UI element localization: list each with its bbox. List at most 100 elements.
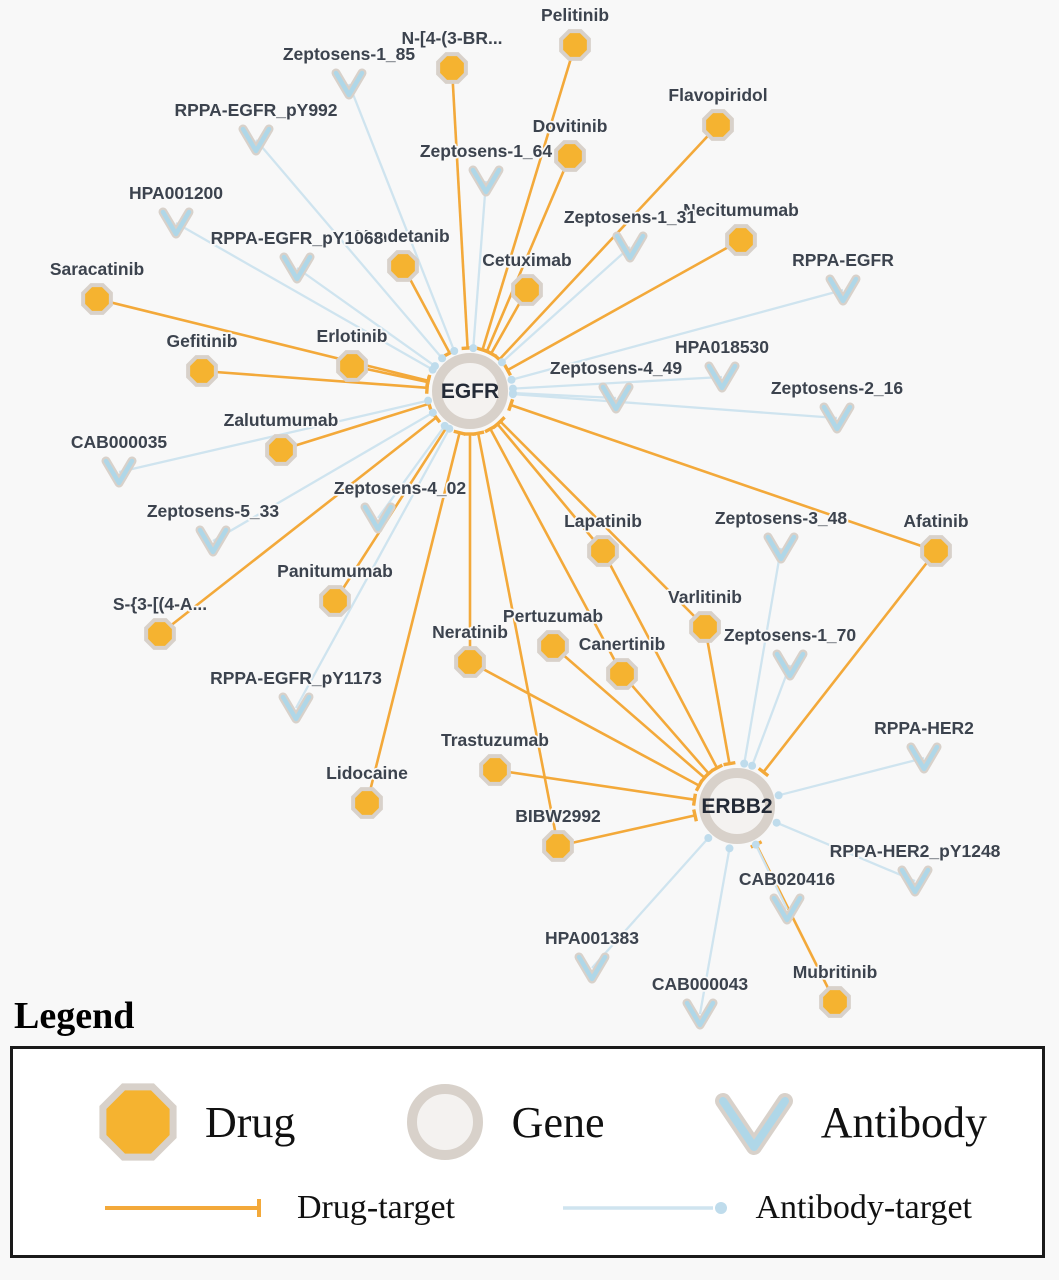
antibody-target-dot-cap [430, 362, 439, 371]
node-label-rppa_egfr_py1068: RPPA-EGFR_pY1068 [211, 228, 384, 248]
antibody-target-dot-cap [428, 408, 437, 417]
antibody-node-hpa001200 [158, 207, 194, 239]
drug-node-flavopiridol [702, 109, 734, 141]
drug-target-tee-cap [453, 429, 466, 436]
drug-node-zalutumumab [265, 434, 297, 466]
drug-target-edge-gefitinib [201, 369, 428, 390]
node-label-hpa001200: HPA001200 [129, 183, 223, 203]
drug-target-tee-cap [691, 793, 698, 806]
legend-label-antibody: Antibody [820, 1097, 987, 1147]
drug-octagon [606, 658, 638, 690]
node-label-zeptosens_1_64: Zeptosens-1_64 [420, 141, 553, 161]
antibody-chevron-inner [280, 694, 312, 722]
antibody-node-zeptosens_1_70 [772, 649, 808, 681]
antibody-node-zeptosens_1_85 [331, 68, 367, 100]
node-label-zeptosens_3_48: Zeptosens-3_48 [715, 508, 848, 528]
drug-node-bibw2992 [542, 830, 574, 862]
legend-item-antibody: Antibody [709, 1077, 987, 1167]
node-label-panitumumab: Panitumumab [277, 561, 393, 581]
antibody-target-dot-cap [424, 396, 433, 405]
drug-target-edge-lapatinib [601, 550, 719, 769]
drug-octagon [265, 434, 297, 466]
drug-node-varlitinib [689, 611, 721, 643]
drug-target-line-icon [105, 1199, 261, 1217]
drug-target-edge-trastuzumab [494, 768, 695, 801]
drug-octagon [819, 986, 851, 1018]
drug-target-edge-pelitinib [481, 44, 577, 351]
drug-node-erlotinib [336, 350, 368, 382]
antibody-node-rppa_egfr [825, 274, 861, 306]
drug-target-edge-lidocaine [365, 432, 461, 804]
antibody-target-edge-zeptosens_4_49 [512, 391, 617, 400]
node-label-s_3_4a: S-{3-[(4-A... [113, 594, 207, 614]
drug-target-edge-varlitinib [703, 626, 731, 764]
drug-target-tee-cap [471, 430, 485, 437]
node-label-afatinib: Afatinib [903, 511, 968, 531]
drug-target-edge-flavopiridol [498, 124, 719, 361]
node-label-rppa_egfr: RPPA-EGFR [792, 250, 894, 270]
drug-node-n4_3br [436, 52, 468, 84]
antibody-node-cab020416 [769, 893, 805, 925]
drug-target-edge-s_3_4a [159, 416, 437, 636]
antibody-chevron-inner [774, 651, 806, 679]
drug-target-edge-necitumumab [506, 238, 742, 372]
node-label-flavopiridol: Flavopiridol [668, 85, 767, 105]
edge-cap-layer [424, 344, 783, 853]
node-label-pelitinib: Pelitinib [541, 5, 609, 25]
node-label-bibw2992: BIBW2992 [515, 806, 601, 826]
drug-target-edge-bibw2992 [557, 814, 696, 848]
legend-item-drug-target: Drug-target [103, 1189, 455, 1227]
drug-target-edge-dovitinib [485, 155, 572, 352]
antibody-chevron-inner [240, 126, 272, 154]
antibody-chevron-inner [470, 167, 502, 195]
antibody-node-cab000035 [101, 456, 137, 488]
antibody-target-edge-cab020416 [754, 844, 789, 910]
drug-node-pelitinib [559, 29, 591, 61]
node-label-zeptosens_4_49: Zeptosens-4_49 [550, 358, 683, 378]
drug-node-afatinib [920, 535, 952, 567]
antibody-node-rppa_her2_py1248 [897, 865, 933, 897]
antibody-node-hpa001383 [574, 952, 610, 984]
antibody-target-edge-zeptosens_1_64 [472, 180, 488, 349]
drug-target-tee-cap [507, 398, 515, 412]
node-label-saracatinib: Saracatinib [50, 259, 144, 279]
node-label-n4_3br: N-[4-(3-BR... [401, 28, 502, 48]
gene-icon [406, 1084, 483, 1160]
drug-node-necitumumab [725, 224, 757, 256]
antibody-chevron-inner [600, 384, 632, 412]
drug-node-lidocaine [351, 787, 383, 819]
antibody-node-rppa_egfr_py1173 [278, 692, 314, 724]
node-label-dovitinib: Dovitinib [533, 116, 608, 136]
drug-octagon [559, 29, 591, 61]
antibody-chevron-inner [765, 534, 797, 562]
legend-box: Drug Gene Antibody [10, 1046, 1045, 1258]
antibody-chevron-inner [103, 458, 135, 486]
antibody-target-edge-zeptosens_2_16 [512, 393, 838, 420]
drug-node-trastuzumab [479, 754, 511, 786]
drug-node-panitumumab [319, 585, 351, 617]
drug-octagon [351, 787, 383, 819]
antibody-chevron-inner [771, 895, 803, 923]
antibody-target-dot-cap [438, 354, 447, 363]
antibody-target-dot-cap [469, 344, 478, 353]
drug-node-pertuzumab [537, 630, 569, 662]
drug-target-tee-cap [692, 809, 699, 822]
drug-node-s_3_4a [144, 618, 176, 650]
drug-octagon [81, 283, 113, 315]
drug-node-cetuximab [511, 274, 543, 306]
legend-node-row: Drug Gene Antibody [13, 1071, 1042, 1167]
antibody-node-zeptosens_3_48 [763, 532, 799, 564]
antibody-target-edge-rppa_her2 [778, 756, 925, 797]
drug-target-edge-lapatinib [496, 423, 604, 552]
node-label-cab000043: CAB000043 [652, 974, 749, 994]
node-label-zeptosens_4_02: Zeptosens-4_02 [334, 478, 467, 498]
node-label-rppa_egfr_py1173: RPPA-EGFR_pY1173 [210, 668, 382, 688]
drug-target-edge-afatinib [762, 550, 938, 773]
antibody-node-rppa_egfr_py992 [238, 124, 274, 156]
antibody-chevron-inner [908, 744, 940, 772]
drug-octagon [725, 224, 757, 256]
network-canvas: EGFRERBB2PelitinibN-[4-(3-BR...Flavopiri… [48, 3, 1002, 1030]
antibody-target-edge-hpa001383 [591, 837, 710, 969]
node-label-hpa018530: HPA018530 [675, 337, 769, 357]
drug-octagon [689, 611, 721, 643]
